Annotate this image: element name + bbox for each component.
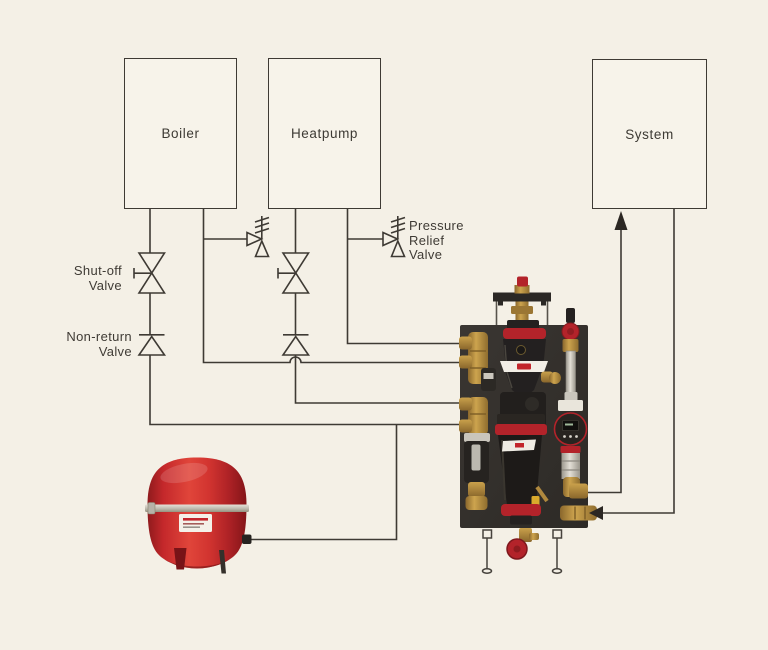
label-pressure-relief-valve-line3: Valve (409, 247, 443, 263)
label-non-return-valve: Non-return Valve (38, 329, 132, 359)
expansion-vessel (145, 457, 252, 574)
non-return-valve-symbol-boiler (137, 334, 167, 356)
label-shut-off-valve: Shut-off Valve (40, 263, 122, 293)
shut-off-valve-symbol-boiler (133, 252, 166, 294)
module-right-column (553, 308, 597, 521)
drain-valve (506, 528, 539, 560)
vessel-band (145, 504, 249, 512)
label-non-return-valve-line2: Valve (98, 343, 132, 359)
node-boiler-label: Boiler (161, 126, 200, 141)
air-dirt-separator (500, 320, 561, 395)
pipe-heatpump-return (294, 208, 461, 404)
label-non-return-valve-line1: Non-return (66, 329, 132, 344)
pipe-boiler-return (149, 208, 461, 426)
pressure-relief-valve-symbol-boiler (246, 216, 270, 258)
module-left-connections (459, 332, 496, 510)
label-shut-off-valve-line2: Valve (88, 277, 122, 293)
vessel-leg-right (219, 550, 226, 574)
label-pressure-relief-valve: Pressure Relief Valve (409, 218, 479, 263)
label-shut-off-valve-line1: Shut-off (73, 263, 122, 278)
return-inlet-fitting (560, 505, 597, 521)
circulation-pump (495, 414, 549, 525)
vessel-connection-nipple (242, 534, 252, 544)
pipe-boiler-flow (202, 208, 461, 364)
vessel-leg-left (174, 548, 187, 570)
pipe-heatpump-flow (346, 208, 461, 345)
pipe-expansion-vessel (249, 424, 398, 541)
pipe-system-supply (587, 229, 622, 494)
pipe-system-return (603, 208, 675, 514)
piping-lines (149, 208, 675, 541)
label-pressure-relief-valve-line1: Pressure (409, 218, 464, 233)
flow-arrow-into-module (589, 506, 603, 520)
shut-off-valve-symbol-heatpump (277, 252, 310, 294)
thermometer-tube (565, 350, 576, 394)
module-underside (481, 529, 563, 574)
label-pressure-relief-valve-line2: Relief (409, 232, 445, 248)
node-heatpump: Heatpump (268, 58, 381, 209)
node-system: System (592, 59, 707, 209)
hydraulic-module (459, 276, 597, 574)
flow-arrow-into-system (614, 211, 628, 230)
vessel-body (147, 457, 247, 569)
non-return-valve-symbol-heatpump (281, 334, 311, 356)
pressure-relief-valve-symbol-heatpump (382, 216, 406, 258)
module-top-assembly (493, 276, 551, 327)
node-heatpump-label: Heatpump (290, 126, 359, 141)
vessel-label (179, 514, 212, 532)
node-system-label: System (625, 126, 674, 142)
node-boiler: Boiler (124, 58, 237, 209)
air-vent-red-cap (517, 276, 528, 287)
